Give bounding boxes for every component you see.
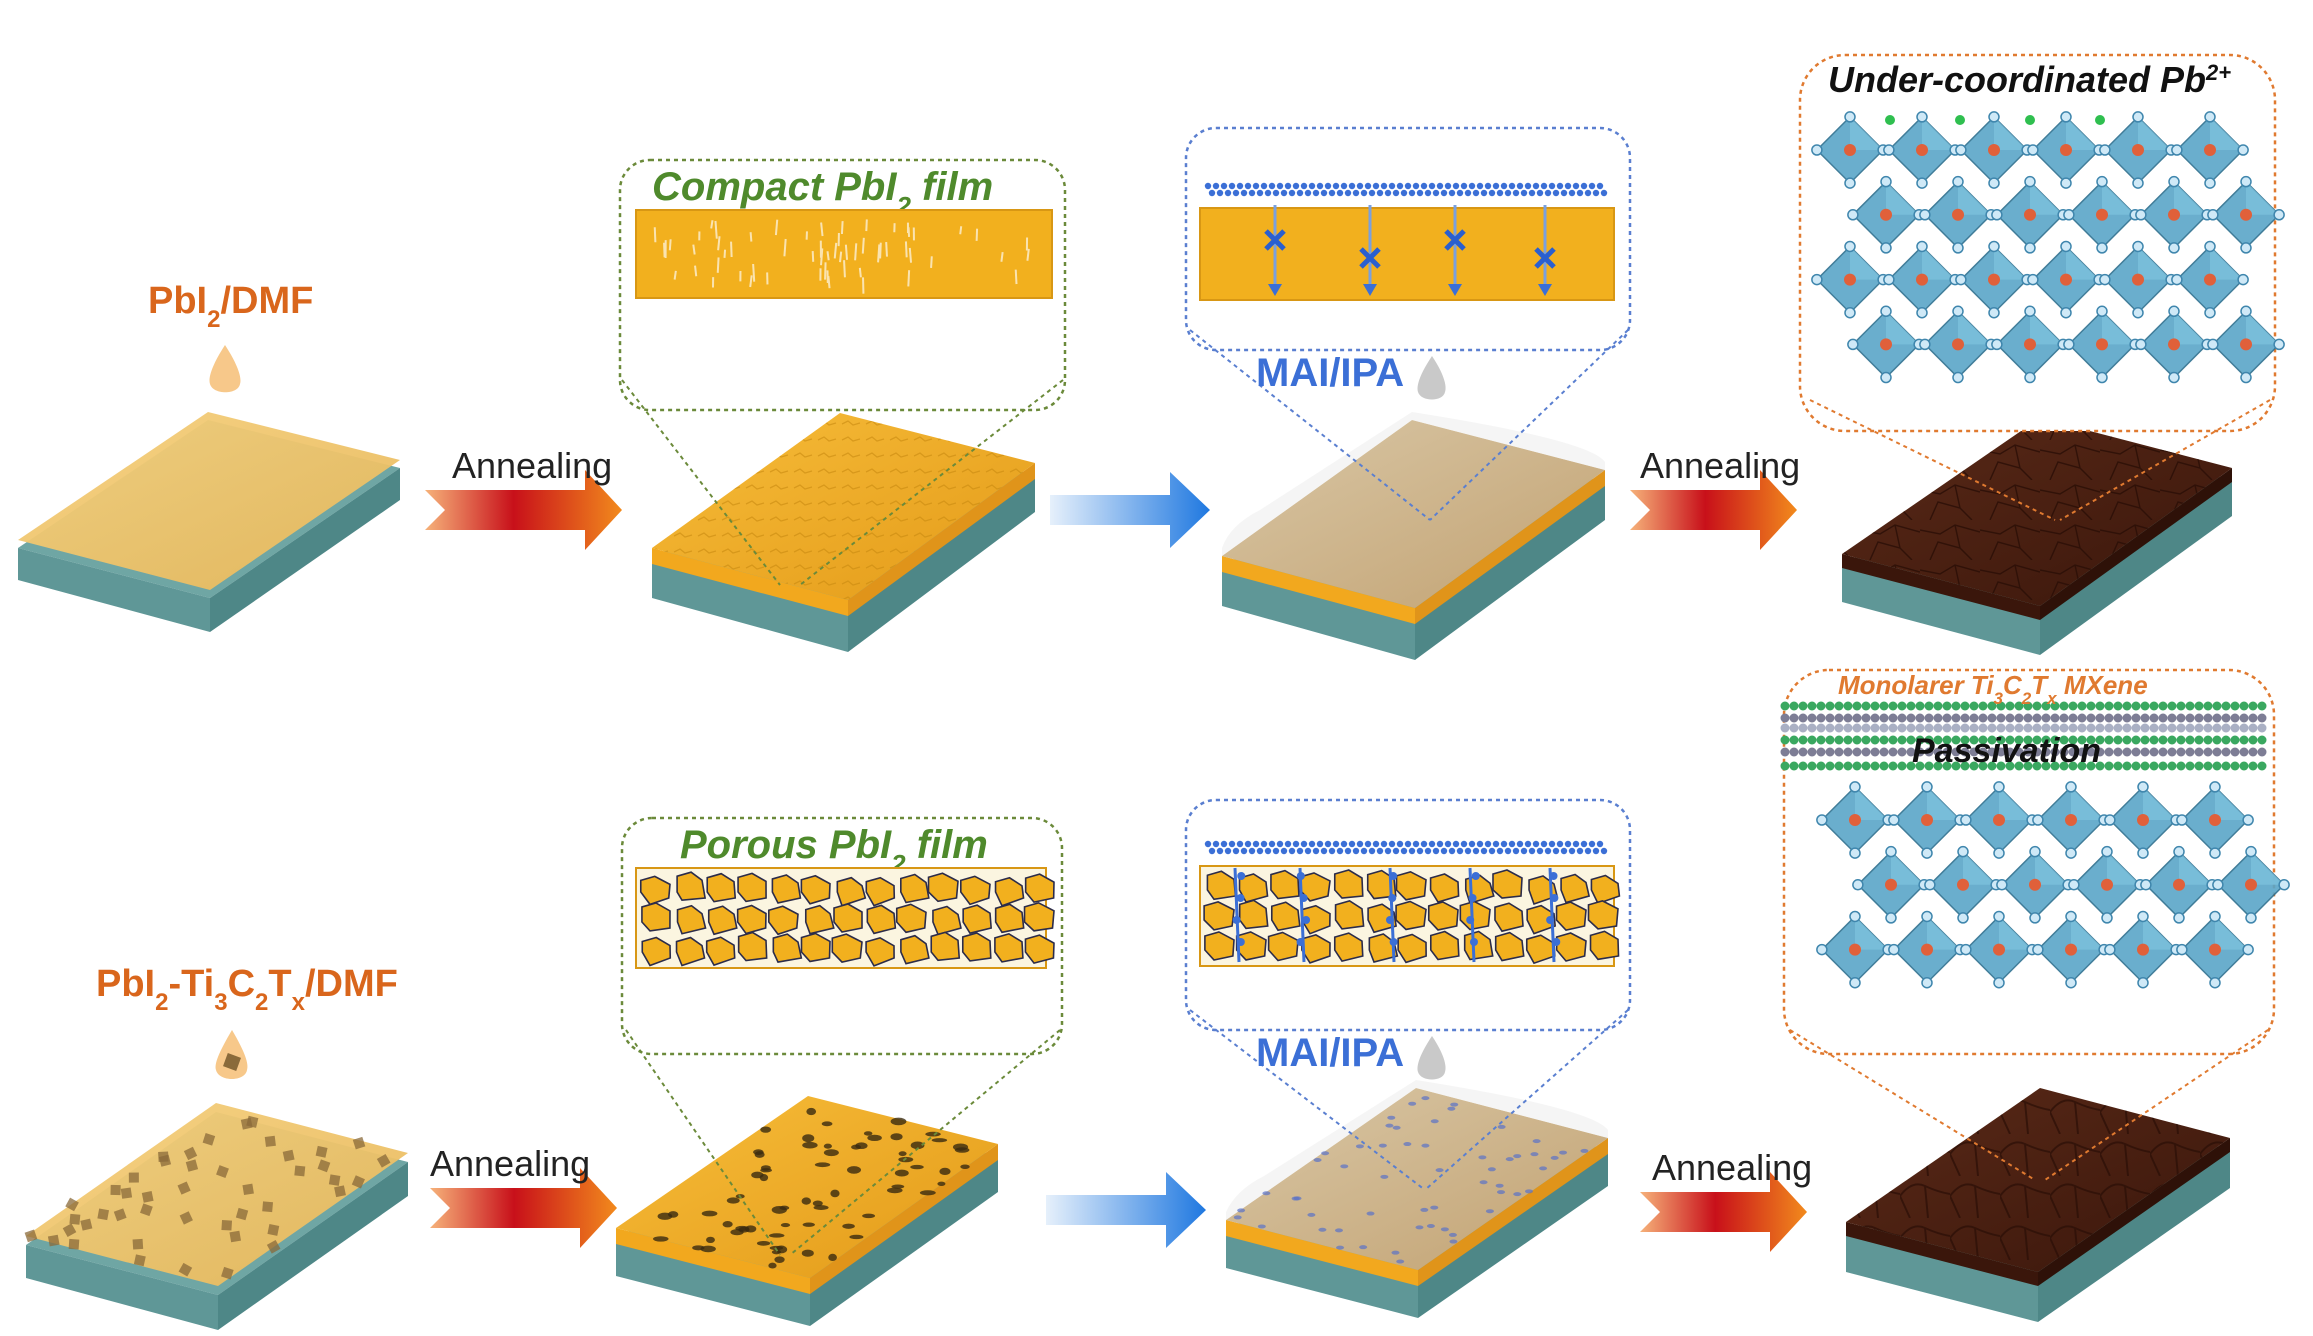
substrate-slab-mai-coating — [1222, 412, 1605, 660]
annealing-label-top-1: Annealing — [452, 445, 612, 486]
mai-molecule-layer-top — [1204, 182, 1608, 197]
mai-film-cross-section-bottom — [1199, 865, 1621, 967]
droplet-icon — [1417, 356, 1446, 400]
substrate-slab-mai-coating-bottom — [1226, 1080, 1608, 1318]
substrate-slab-pbi2-solution — [18, 412, 400, 632]
precursor-label-bottom: PbI2-Ti3C2Tx/DMF — [96, 963, 398, 1016]
perovskite-slab-bottom — [1846, 1088, 2230, 1322]
substrate-slab-porous-film — [616, 1096, 998, 1326]
mai-ipa-label-bottom: MAI/IPA — [1256, 1031, 1404, 1075]
precursor-label-top: PbI2/DMF — [148, 280, 313, 333]
heat-arrow-icon — [1630, 470, 1797, 550]
mxene-layer — [1780, 701, 2267, 771]
heat-arrow-icon — [425, 470, 622, 550]
substrate-slab-compact-film — [652, 413, 1035, 652]
annealing-label-bottom-1: Annealing — [430, 1143, 590, 1184]
perovskite-structure-callout-top — [1798, 53, 2277, 433]
under-coordinated-label: Under-coordinated Pb2+ — [1828, 59, 2231, 100]
annealing-label-top-2: Annealing — [1640, 445, 1800, 486]
heat-arrow-icon — [1640, 1172, 1807, 1252]
blue-arrow-icon — [1050, 472, 1210, 548]
droplet-icon — [209, 345, 241, 393]
annealing-label-bottom-2: Annealing — [1652, 1147, 1812, 1188]
porous-film-title: Porous PbI2 film — [680, 823, 988, 879]
perovskite-lattice-bottom — [1816, 781, 2290, 989]
porous-film-cross-section — [635, 867, 1055, 969]
compact-film-title: Compact PbI2 film — [652, 165, 993, 221]
perovskite-slab-top — [1842, 418, 2232, 655]
mai-molecule-layer-bottom — [1204, 840, 1608, 855]
droplet-icon — [1417, 1036, 1446, 1080]
mxene-label: Monolarer Ti3C2Tx MXene — [1838, 670, 2148, 708]
mai-ipa-label-top: MAI/IPA — [1256, 351, 1404, 395]
substrate-slab-mxene-solution — [24, 1103, 408, 1330]
blue-arrow-icon — [1046, 1172, 1206, 1248]
mai-film-cross-section-top — [1199, 205, 1615, 301]
compact-film-cross-section — [635, 209, 1053, 299]
heat-arrow-icon — [430, 1168, 617, 1248]
perovskite-lattice-top — [1811, 111, 2285, 384]
passivation-label: Passivation — [1912, 732, 2101, 770]
